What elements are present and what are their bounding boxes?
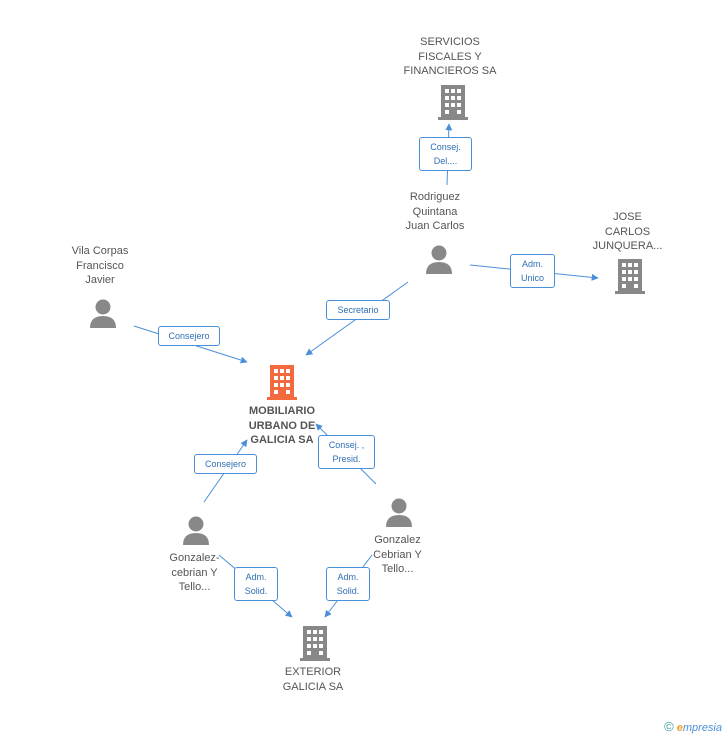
edge-label-consejero-gonzalez[interactable]: Consejero (194, 454, 257, 474)
edge-label-adm-unico[interactable]: Adm. Unico (510, 254, 555, 288)
node-label-gonzalez-left[interactable]: Gonzalez- cebrian Y Tello... (169, 552, 220, 593)
node-label-vila[interactable]: Vila Corpas Francisco Javier (71, 245, 129, 286)
edge-label-secretario[interactable]: Secretario (326, 300, 390, 320)
brand-logo-text: mpresia (682, 722, 722, 734)
building-icon[interactable] (266, 364, 298, 400)
node-label-jose[interactable]: JOSE CARLOS JUNQUERA... (592, 211, 663, 252)
building-icon[interactable] (437, 84, 469, 120)
person-icon[interactable] (383, 497, 415, 527)
building-icon[interactable] (299, 625, 331, 661)
person-icon[interactable] (423, 244, 455, 274)
node-label-mobiliario[interactable]: MOBILIARIO URBANO DE GALICIA SA (248, 405, 316, 446)
building-icon[interactable] (614, 258, 646, 294)
person-icon[interactable] (87, 298, 119, 328)
person-icon[interactable] (180, 515, 212, 545)
node-label-rodriguez[interactable]: Rodriguez Quintana Juan Carlos (405, 191, 465, 232)
brand-logo-e: e (676, 722, 683, 734)
edge-label-consejero-vila[interactable]: Consejero (158, 326, 220, 346)
copyright-icon: © (664, 719, 674, 734)
node-label-gonzalez-right[interactable]: Gonzalez Cebrian Y Tello... (373, 534, 422, 575)
node-label-exterior[interactable]: EXTERIOR GALICIA SA (282, 666, 344, 693)
edge-label-consej-presid[interactable]: Consej. , Presid. (318, 435, 375, 469)
node-label-servicios[interactable]: SERVICIOS FISCALES Y FINANCIEROS SA (403, 36, 497, 77)
edge-label-adm-solid-left[interactable]: Adm. Solid. (234, 567, 278, 601)
empresia-watermark: ©empresia (664, 719, 722, 734)
edge-label-consej-del[interactable]: Consej. Del.... (419, 137, 472, 171)
edge-label-adm-solid-right[interactable]: Adm. Solid. (326, 567, 370, 601)
